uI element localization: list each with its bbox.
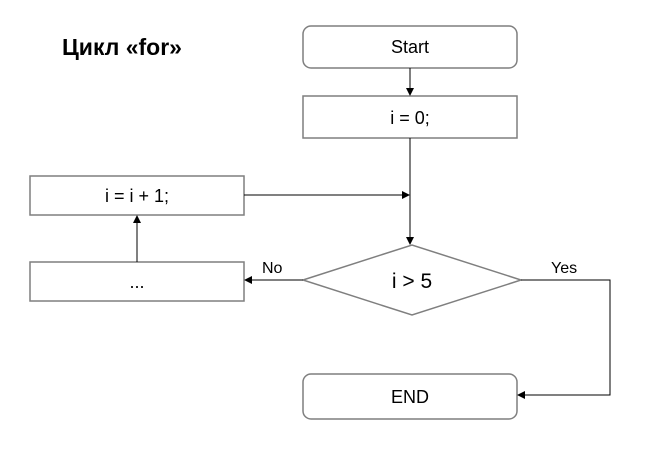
condition-node: i > 5 <box>300 244 524 316</box>
body-node: ... <box>29 261 245 302</box>
body-label: ... <box>129 272 144 292</box>
init-node: i = 0; <box>302 95 518 139</box>
condition-label: i > 5 <box>392 270 432 293</box>
increment-node: i = i + 1; <box>29 175 245 216</box>
end-label: END <box>391 387 429 407</box>
increment-label: i = i + 1; <box>105 186 169 206</box>
diagram-title: Цикл «for» <box>62 34 182 60</box>
yes-edge-label: Yes <box>551 260 577 277</box>
arrow-condition-yes <box>517 279 611 399</box>
start-label: Start <box>391 37 429 57</box>
start-node: Start <box>302 25 518 69</box>
no-edge-label: No <box>262 260 283 277</box>
init-label: i = 0; <box>390 108 430 128</box>
end-node: END <box>302 373 518 420</box>
